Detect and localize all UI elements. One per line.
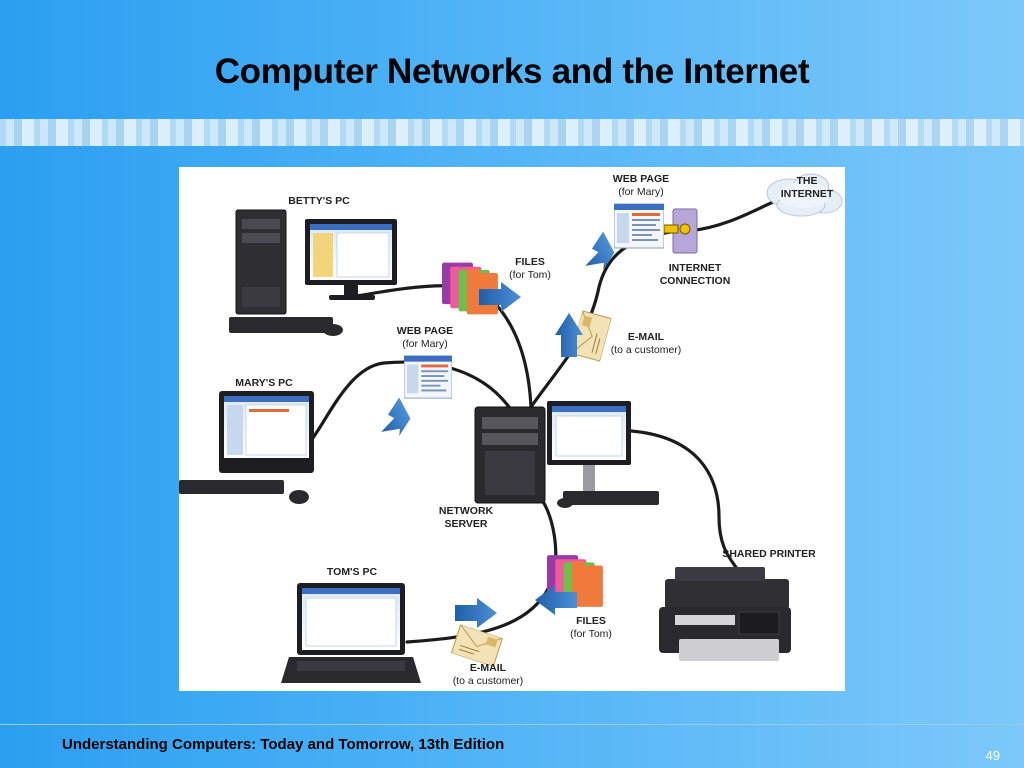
footer-text: Understanding Computers: Today and Tomor… [62,736,505,753]
internet-label-1: THE [797,175,818,187]
arrow-web-page-top [585,231,615,270]
internet-connection-label-1: INTERNET [669,262,722,274]
network-server-label-2: SERVER [445,518,488,530]
arrow-email-bottom [455,598,497,628]
email-top-icon [570,310,612,362]
network-diagram: THE INTERNET INTERNET CONNECTION WEB PAG… [179,167,845,691]
slide-title: Computer Networks and the Internet [214,52,810,91]
files-bottom-title: FILES [576,615,606,627]
email-bottom-title: E-MAIL [470,662,507,674]
toms-pc-label: TOM'S PC [327,566,378,578]
toms-laptop-icon [281,583,421,683]
cable-mary-server [308,360,511,444]
internet-label-2: INTERNET [781,188,834,200]
marys-pc-icon [179,391,314,504]
diagram-canvas: THE INTERNET INTERNET CONNECTION WEB PAG… [179,173,843,687]
internet-cloud-icon [766,173,843,217]
email-bottom-icon [450,624,503,667]
arrow-email-top [555,313,583,357]
bettys-pc-label: BETTY'S PC [288,195,350,207]
network-server-label-1: NETWORK [439,505,494,517]
decorative-band [0,119,1024,146]
wall-socket-icon [663,208,698,254]
files-top-title: FILES [515,256,545,268]
arrow-files-bottom [535,585,577,615]
bettys-pc-icon [229,209,397,336]
web-page-top-icon [614,203,664,249]
web-page-mid-title: WEB PAGE [397,325,453,337]
arrow-web-page-mid [381,397,411,436]
network-server-icon [474,401,659,508]
cable-server-printer [629,429,741,574]
email-bottom-sub: (to a customer) [453,675,524,687]
web-page-mid-sub: (for Mary) [402,338,448,350]
files-top-icon [442,262,498,315]
web-page-top-title: WEB PAGE [613,173,669,185]
files-top-sub: (for Tom) [509,269,551,281]
page-number: 49 [985,748,1000,763]
internet-connection-label-2: CONNECTION [660,275,731,287]
arrow-files-top [479,282,521,312]
printer-icon [659,567,791,661]
files-bottom-sub: (for Tom) [570,628,612,640]
footer-divider [0,724,1024,725]
web-page-mid-icon [404,355,452,399]
marys-pc-label: MARY'S PC [235,377,293,389]
email-top-title: E-MAIL [628,331,665,343]
web-page-top-sub: (for Mary) [618,186,664,198]
email-top-sub: (to a customer) [611,344,682,356]
shared-printer-label: SHARED PRINTER [722,548,816,560]
